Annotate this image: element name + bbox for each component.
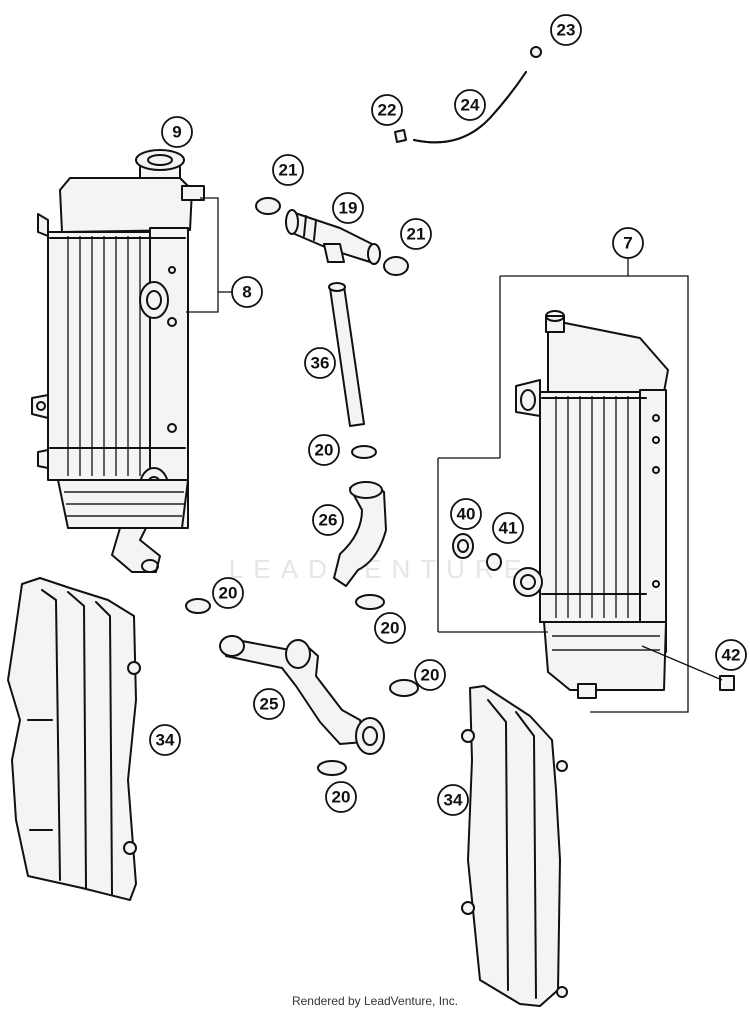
callout-7: 7 (612, 227, 644, 259)
callout-9: 9 (161, 116, 193, 148)
svg-text:36: 36 (311, 354, 330, 373)
svg-text:26: 26 (319, 511, 338, 530)
svg-text:20: 20 (219, 584, 238, 603)
svg-text:41: 41 (499, 519, 518, 538)
overflow-hose (394, 46, 542, 144)
svg-text:19: 19 (339, 199, 358, 218)
svg-text:20: 20 (315, 441, 334, 460)
svg-text:24: 24 (461, 96, 480, 115)
svg-text:25: 25 (260, 695, 279, 714)
svg-text:40: 40 (457, 505, 476, 524)
callout-42: 42 (715, 639, 747, 671)
callout-36: 36 (304, 347, 336, 379)
callout-20a: 20 (308, 434, 340, 466)
svg-text:21: 21 (279, 161, 298, 180)
thermostat-t-piece (285, 209, 381, 265)
callout-24: 24 (454, 89, 486, 121)
callout-26: 26 (312, 504, 344, 536)
left-shroud (7, 577, 141, 901)
svg-text:20: 20 (332, 788, 351, 807)
right-shroud (461, 685, 568, 1007)
callout-34b: 34 (437, 784, 469, 816)
callout-20c: 20 (374, 612, 406, 644)
callout-21a: 21 (272, 154, 304, 186)
svg-text:20: 20 (421, 666, 440, 685)
right-radiator (513, 310, 669, 699)
svg-text:21: 21 (407, 225, 426, 244)
radiator-hose-25 (185, 598, 419, 776)
svg-text:34: 34 (444, 791, 463, 810)
callout-20b: 20 (212, 577, 244, 609)
callout-21b: 21 (400, 218, 432, 250)
callout-22: 22 (371, 94, 403, 126)
grommet-washer-bolt (452, 533, 735, 691)
svg-text:22: 22 (378, 101, 397, 120)
svg-text:23: 23 (557, 21, 576, 40)
render-credit: Rendered by LeadVenture, Inc. (291, 994, 459, 1008)
svg-text:7: 7 (623, 234, 632, 253)
coolant-pipe (328, 282, 365, 427)
callout-20d: 20 (414, 659, 446, 691)
svg-text:8: 8 (242, 283, 251, 302)
callout-40: 40 (450, 498, 482, 530)
clamps-21 (255, 197, 409, 276)
callout-8: 8 (231, 276, 263, 308)
watermark: LEADVENTURE (229, 554, 531, 584)
callout-20e: 20 (325, 781, 357, 813)
callout-34a: 34 (149, 724, 181, 756)
callout-19: 19 (332, 192, 364, 224)
svg-text:20: 20 (381, 619, 400, 638)
left-radiator (31, 149, 205, 573)
radiator-hose-26 (333, 445, 387, 610)
callout-23: 23 (550, 14, 582, 46)
svg-text:34: 34 (156, 731, 175, 750)
callout-25: 25 (253, 688, 285, 720)
svg-text:42: 42 (722, 646, 741, 665)
svg-text:9: 9 (172, 123, 181, 142)
callout-41: 41 (492, 512, 524, 544)
